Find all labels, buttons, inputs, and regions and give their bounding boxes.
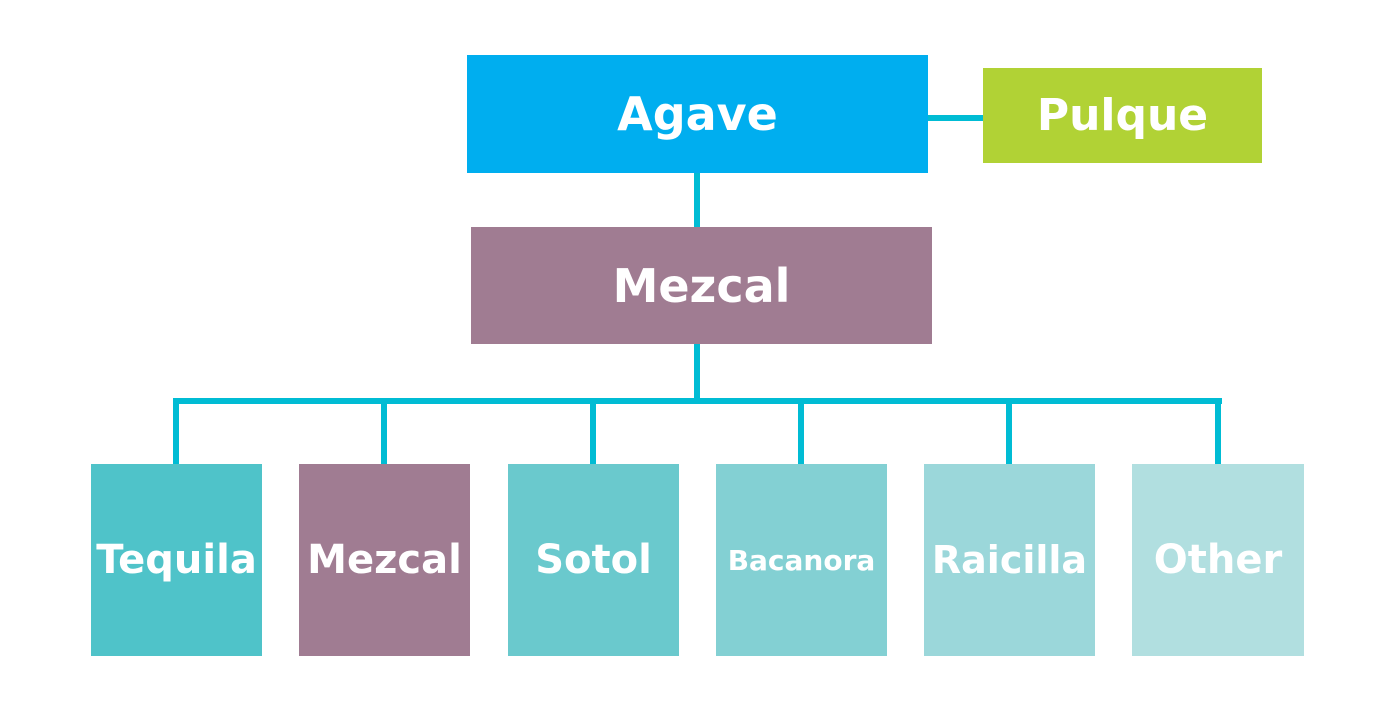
node-mezcal-category: Mezcal	[471, 227, 932, 344]
connector-drop	[798, 398, 804, 464]
node-other: Other	[1132, 464, 1304, 656]
node-raicilla: Raicilla	[924, 464, 1095, 656]
connector-drop	[590, 398, 596, 464]
node-mezcal: Mezcal	[299, 464, 470, 656]
node-tequila: Tequila	[91, 464, 262, 656]
connector-drop	[173, 398, 179, 464]
node-pulque: Pulque	[983, 68, 1262, 163]
node-agave: Agave	[467, 55, 928, 173]
connector-drop	[381, 398, 387, 464]
connector-drop	[1006, 398, 1012, 464]
node-sotol: Sotol	[508, 464, 679, 656]
connector-mezcal-bus	[694, 344, 700, 402]
node-bacanora: Bacanora	[716, 464, 887, 656]
connector-agave-pulque	[928, 115, 984, 121]
connector-drop	[1215, 398, 1221, 464]
connector-bus	[173, 398, 1222, 404]
connector-agave-mezcal	[694, 173, 700, 228]
